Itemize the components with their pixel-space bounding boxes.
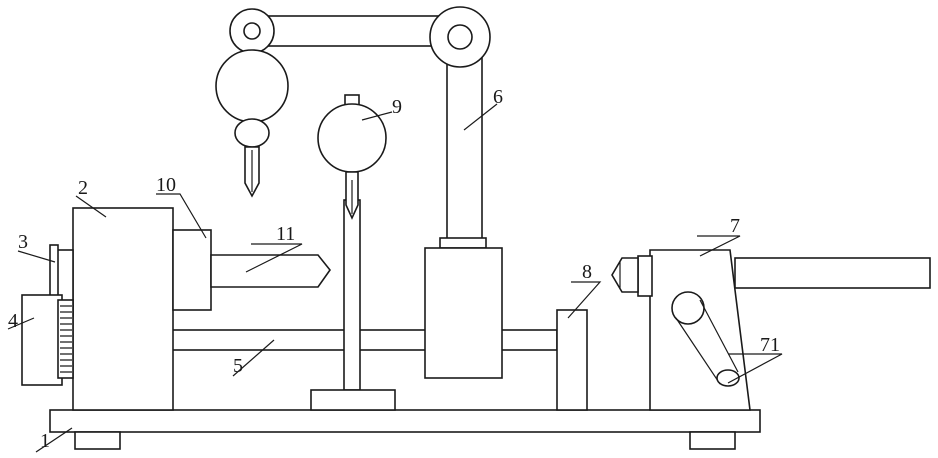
chuck (173, 230, 211, 310)
support-block (557, 310, 587, 410)
label-base: 1 (40, 430, 50, 452)
drive-gear (22, 295, 73, 385)
label-tailstock: 7 (730, 215, 740, 237)
left-housing (73, 208, 173, 410)
base-plate (50, 410, 760, 449)
label-housing: 2 (78, 177, 88, 199)
label-support-block: 8 (582, 261, 592, 283)
label-guide-rod: 5 (233, 355, 243, 377)
label-workpiece: 11 (276, 223, 295, 245)
label-gauge: 9 (392, 96, 402, 118)
label-handwheel: 3 (18, 231, 28, 253)
label-crank: 71 (760, 334, 780, 356)
gauge-stand (311, 95, 395, 410)
label-drive-gear: 4 (8, 310, 18, 332)
tailstock (612, 250, 930, 410)
label-arm: 6 (493, 86, 503, 108)
slide-block (425, 248, 502, 378)
label-chuck: 10 (156, 174, 176, 196)
